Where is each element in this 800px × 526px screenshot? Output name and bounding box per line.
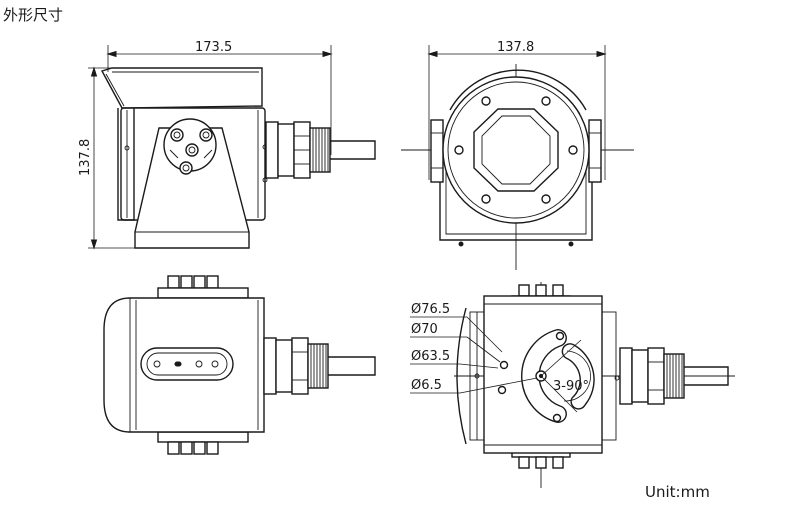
dia-6-5-label: Ø6.5 (411, 378, 442, 393)
dia-63-5-label: Ø63.5 (411, 349, 450, 364)
dia-76-5-label: Ø76.5 (411, 302, 450, 317)
hole-count-label: 3-90° (553, 379, 589, 394)
front-width-label: 137.8 (497, 40, 534, 55)
dia-70-label: Ø70 (411, 322, 438, 337)
front-view: 137.8 (401, 40, 634, 270)
bottom-view: Ø76.5 Ø70 Ø63.5 Ø6.5 3-90° (410, 282, 735, 488)
page-title: 外形尺寸 (3, 6, 63, 24)
top-view (103, 275, 376, 455)
side-width-label: 173.5 (195, 40, 232, 55)
side-height-label: 137.8 (78, 139, 93, 176)
side-view: 173.5 137.8 (78, 40, 376, 250)
unit-label: Unit:mm (645, 483, 710, 501)
